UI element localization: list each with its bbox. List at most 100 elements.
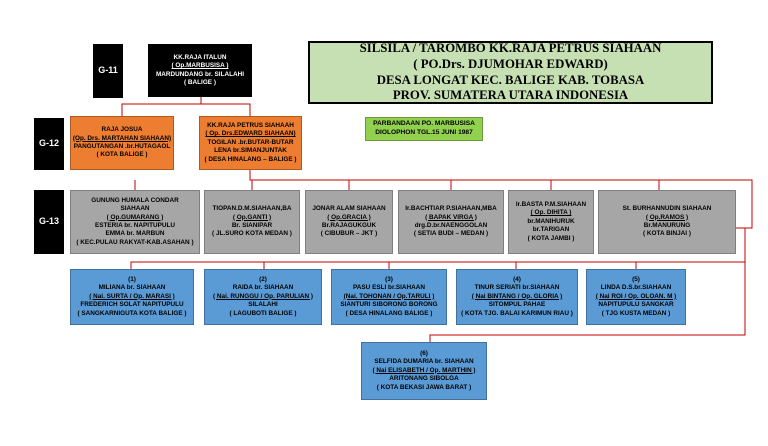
person-spouse: SILALAHI — [248, 301, 278, 309]
marbusisa-note: PARBANDAAN PO. MARBUSISA DIOLOPHON TGL.1… — [365, 117, 483, 141]
diagram-title: SILSILA / TAROMBO KK.RAJA PETRUS SIAHAAN… — [308, 41, 713, 104]
person-title: ( Op.RAMOS ) — [645, 213, 689, 221]
daughter-number: (1) — [128, 275, 136, 283]
person-location: ( SANGKARNIGUTA KOTA BALIGE ) — [77, 309, 187, 317]
person-location: ( CIBUBUR – JKT ) — [320, 230, 378, 238]
person-location: ( DESA HINALANG – BALIGE ) — [204, 155, 297, 163]
person-spouse-2: br.TARIGAN — [532, 226, 570, 234]
person-location: ( KOTA BALIGE ) — [96, 151, 148, 159]
note-line-2: DIOLOPHON TGL.15 JUNI 1987 — [375, 129, 473, 136]
person-burhannudin: St. BURHANNUDIN SIAHAAN ( Op.RAMOS ) Br.… — [598, 190, 736, 254]
person-name: JONAR ALAM SIAHAAN — [312, 205, 386, 213]
person-spouse: br.MANIHURUK — [527, 217, 575, 225]
person-raida: (2) RAIDA br. SIAHAAN ( Nai. RUNGGU / Op… — [204, 269, 322, 325]
person-selfida: (6) SELFIDA DUMARIA br. SIAHAAN ( Nai EL… — [361, 342, 487, 400]
connector-g12-g13-bus — [249, 170, 753, 229]
person-title: ( Op. DIHITA ) — [530, 209, 572, 217]
generation-text: G-13 — [38, 216, 59, 227]
person-spouse-2: EMMA br. MARBUN — [105, 230, 165, 238]
person-title: ( Nai. RUNGGU / Op. PARULIAN ) — [213, 292, 313, 300]
person-bachtiar: Ir.BACHTIAR P.SIAHAAN,MBA ( BAPAK VIRGA … — [398, 190, 504, 254]
generation-text: G-11 — [98, 65, 118, 76]
person-title: ( Nai. SURTA / Op. MARASI ) — [89, 292, 175, 300]
daughter-number: (3) — [385, 275, 393, 283]
connector-daughters-bus — [130, 228, 746, 269]
person-name: TINUR SERIATI br.SIAHAAN — [474, 284, 560, 292]
person-title: ( Op.GUMARANG ) — [106, 213, 164, 221]
generation-text: G-12 — [38, 138, 59, 149]
person-spouse: PANGUTANGAN .br.HUTAGAOL — [73, 143, 171, 150]
person-location: ( JL.SURO KOTA MEDAN ) — [212, 230, 292, 238]
title-line-1: SILSILA / TAROMBO KK.RAJA PETRUS SIAHAAN — [359, 40, 662, 55]
person-pasu-esli: (3) PASU ESLI br.SIAHAAN (Nai. TOHONAN /… — [331, 269, 447, 325]
person-raja-petrus: KK.RAJA PETRUS SIAHAAH ( Op. Drs.EDWARD … — [199, 116, 302, 170]
person-title: ( Op.GANTI ) — [232, 213, 272, 221]
person-title: ( BAPAK VIRGA ) — [425, 213, 477, 221]
person-location: ( LAGUBOTI BALIGE ) — [229, 309, 297, 317]
person-title: ( Nai ROI / Op. OLOAN. M ) — [595, 292, 677, 300]
person-location: ( DESA HINALANG BALIGE ) — [345, 309, 433, 317]
person-name: TIOPAN.D.M.SIAHAAN,BA — [212, 205, 292, 213]
person-name: SELFIDA DUMARIA br. SIAHAAN — [374, 358, 474, 366]
person-spouse: ESTERIA br. NAPITUPULU — [94, 222, 175, 229]
person-title: ( Op.GRACIA ) — [327, 213, 371, 221]
person-location: ( KOTA BINJAI ) — [643, 230, 691, 238]
title-line-3: DESA LONGAT KEC. BALIGE KAB. TOBASA — [376, 72, 645, 87]
person-spouse: drg.D.br.NAENGGOLAN — [414, 222, 488, 229]
connector-daughter-6 — [429, 262, 746, 342]
person-title: ( Op. Drs.EDWARD SIAHAAN) — [205, 130, 296, 138]
connector-root-left — [121, 97, 202, 116]
person-name: RAIDA br. SIAHAAN — [232, 284, 294, 292]
note-line-1: PARBANDAAN PO. MARBUSISA — [373, 120, 475, 128]
person-name: St. BURHANNUDIN SIAHAAN — [622, 205, 712, 213]
person-location: ( KOTA BEKASI JAWA BARAT ) — [376, 383, 472, 391]
daughter-number: (5) — [632, 275, 640, 283]
person-name: GUNUNG HUMALA CONDAR — [91, 196, 179, 204]
person-spouse: Br.MANURUNG — [643, 222, 691, 229]
person-location: ( TJG KUSTA MEDAN ) — [601, 309, 671, 317]
person-linda: (5) LINDA D.S.br.SIAHAAN ( Nai ROI / Op.… — [586, 269, 686, 325]
daughter-number: (2) — [259, 275, 267, 283]
person-title: (Nai. TOHONAN / Op.TARULI ) — [343, 292, 435, 300]
generation-label-g13: G-13 — [34, 190, 64, 254]
person-miliana: (1) MILIANA br. SIAHAAN ( Nai. SURTA / O… — [70, 269, 194, 325]
person-gunung-humala: GUNUNG HUMALA CONDAR SIAHAAN ( Op.GUMARA… — [70, 190, 200, 254]
person-location: ( SETIA BUDI – MEDAN ) — [413, 230, 489, 238]
daughter-number: (6) — [420, 349, 428, 357]
person-name: LINDA D.S.br.SIAHAAN — [600, 284, 672, 292]
person-name: Ir.BASTA P.M.SIAHAAN — [515, 200, 587, 208]
person-spouse: FREDERICH SOLAT NAPITUPULU — [80, 301, 184, 309]
person-raja-josua: RAJA JOSUA (Op. Drs. MARTAHAN SIAHAAN) P… — [70, 116, 174, 170]
generation-label-g12: G-12 — [34, 118, 64, 170]
person-name: MILIANA br. SIAHAAN — [98, 284, 166, 292]
person-name: KK.RAJA ITALUN — [173, 53, 227, 61]
person-name: KK.RAJA PETRUS SIAHAAH — [207, 121, 294, 129]
title-line-4: PROV. SUMATERA UTARA INDONESIA — [392, 88, 629, 103]
person-name: Ir.BACHTIAR P.SIAHAAN,MBA — [405, 205, 497, 213]
daughter-number: (4) — [513, 275, 521, 283]
person-location: ( KEC.PULAU RAKYAT-KAB.ASAHAN ) — [76, 238, 194, 246]
person-tiopan: TIOPAN.D.M.SIAHAAN,BA ( Op.GANTI ) Br. S… — [204, 190, 300, 254]
person-name-2: SIAHAAN — [120, 205, 150, 213]
person-spouse: TOGILAN .br.BUTAR-BUTAR — [207, 138, 294, 146]
person-title: (Op. Drs. MARTAHAN SIAHAAN) — [72, 134, 172, 142]
title-line-2: ( PO.Drs. DJUMOHAR EDWARD) — [413, 56, 608, 71]
person-title: ( Nai ELISABETH / Op. MARTHIN ) — [372, 366, 476, 374]
person-title: ( Op.MARBUSISA ) — [171, 62, 229, 70]
person-spouse: NAPITUPULU SANGKAR — [598, 301, 674, 309]
person-tinur-seriati: (4) TINUR SERIATI br.SIAHAAN ( Nai BINTA… — [456, 269, 578, 325]
person-spouse: SIANTURI SIBORONG BORONG — [340, 301, 438, 309]
person-name: RAJA JOSUA — [101, 126, 143, 134]
person-location: ( BALIGE ) — [184, 78, 216, 86]
person-raja-italun: KK.RAJA ITALUN ( Op.MARBUSISA ) MARDUNDA… — [148, 44, 252, 97]
person-spouse: SITOMPUL PAHAE — [488, 301, 546, 309]
person-name: PASU ESLI br.SIAHAAN — [353, 284, 425, 292]
person-basta: Ir.BASTA P.M.SIAHAAN ( Op. DIHITA ) br.M… — [508, 190, 594, 254]
connector-root-right — [201, 103, 251, 116]
person-spouse: MARDUNDANG br. SILALAHI — [155, 70, 245, 78]
person-location: ( KOTA JAMBI ) — [527, 234, 575, 242]
person-spouse: ARITONANG SIBOLGA — [389, 375, 459, 383]
person-title: ( Nai BINTANG / Op. GLORIA ) — [471, 292, 563, 300]
person-spouse: Br. SIANIPAR — [231, 222, 273, 229]
